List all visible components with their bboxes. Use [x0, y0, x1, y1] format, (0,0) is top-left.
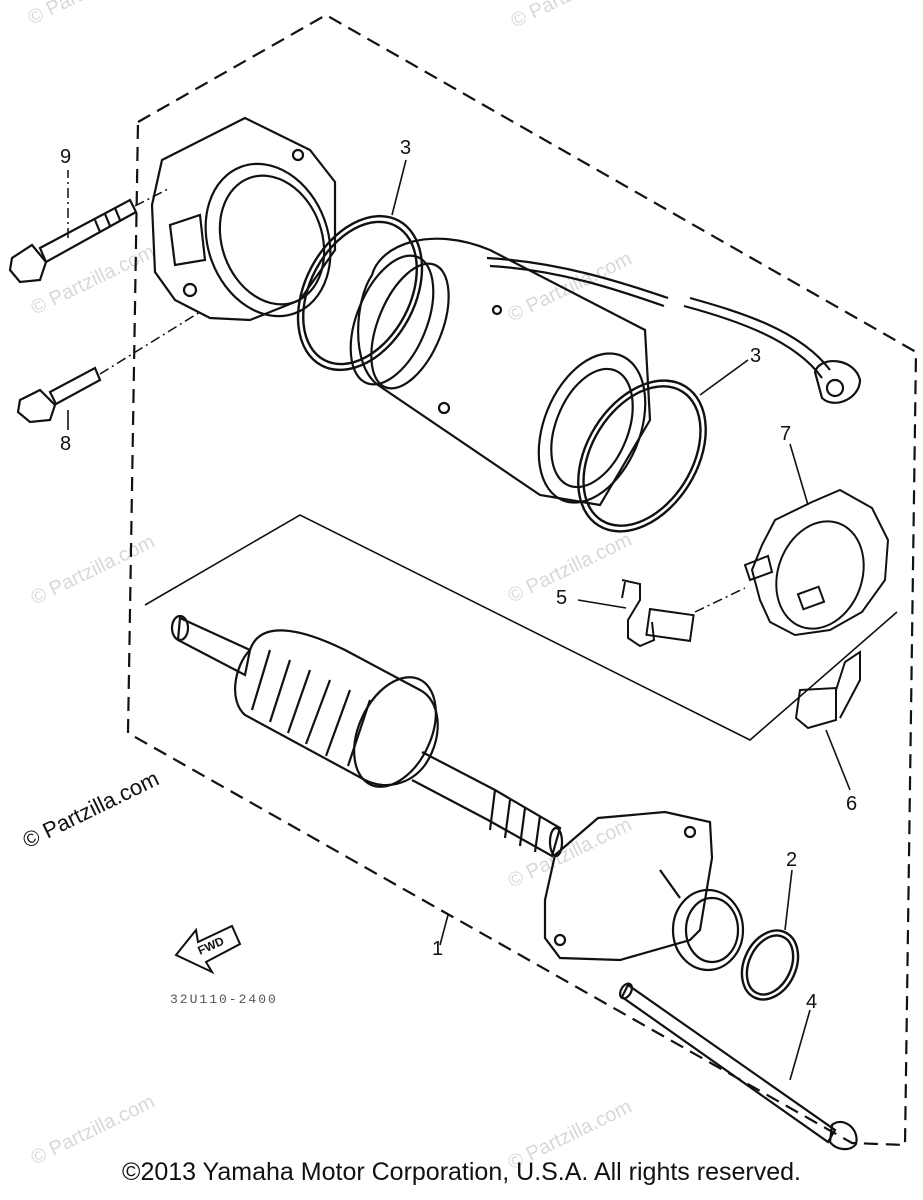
motor-yoke — [349, 237, 862, 507]
watermark: © Partzilla.com — [28, 241, 159, 320]
callout-2: 2 — [786, 849, 797, 871]
callout-3-upper: 3 — [400, 137, 411, 159]
callout-5: 5 — [556, 587, 567, 609]
bolt-long — [8, 198, 138, 284]
brush-plate — [743, 488, 890, 637]
rear-cover — [150, 116, 337, 322]
through-bolt — [619, 982, 858, 1151]
watermark: © Partzilla.com — [28, 531, 159, 610]
guide-lines — [67, 170, 746, 613]
brush-holder — [794, 650, 861, 730]
callout-3-lower: 3 — [750, 345, 761, 367]
watermark: © Partzilla.com — [505, 529, 636, 608]
callout-1: 1 — [432, 938, 443, 960]
part-code: 32U110-2400 — [170, 992, 278, 1007]
o-ring-upper — [296, 214, 424, 372]
leader-lines — [67, 159, 851, 1081]
callout-4: 4 — [806, 991, 817, 1013]
watermark: © Partzilla.com — [25, 0, 156, 29]
brush — [621, 579, 695, 648]
watermark: © Partzilla.com — [505, 814, 636, 893]
bolt-short — [16, 366, 102, 424]
callout-9: 9 — [60, 146, 71, 168]
callouts: 3 3 7 5 6 2 4 1 9 8 — [60, 137, 857, 1013]
brush-holder-subgroup-outline — [144, 514, 898, 741]
o-ring-lower — [577, 379, 707, 533]
copyright-notice: ©2013 Yamaha Motor Corporation, U.S.A. A… — [122, 1158, 801, 1186]
o-ring-small — [740, 929, 800, 1001]
callout-8: 8 — [60, 433, 71, 455]
callout-6: 6 — [846, 793, 857, 815]
front-cover — [543, 810, 745, 972]
watermark: © Partzilla.com — [508, 0, 639, 32]
fwd-arrow-icon: FWD — [174, 924, 242, 975]
callout-7: 7 — [780, 423, 791, 445]
armature — [170, 614, 564, 858]
